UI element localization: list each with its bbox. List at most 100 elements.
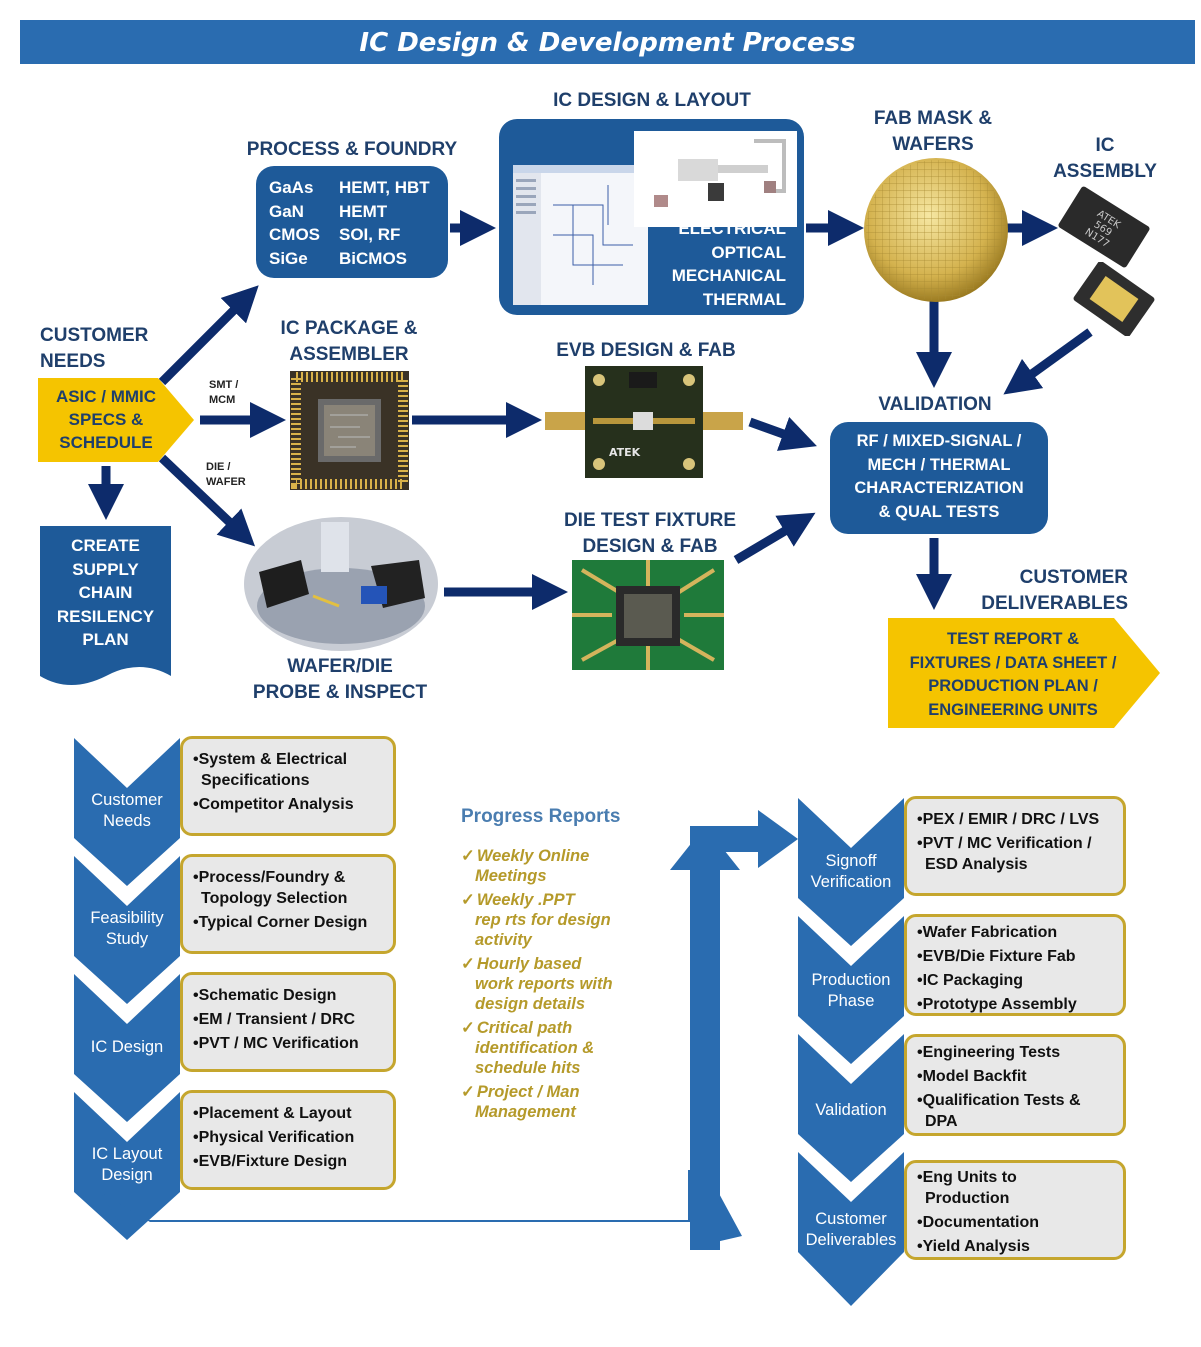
foundry-types: HEMT, HBT	[339, 178, 430, 197]
phase-label-line: Production	[811, 971, 891, 989]
phase-box-customer-needs: •System & Electrical Specifications •Com…	[180, 736, 396, 836]
smt-line1: SMT /	[209, 379, 239, 391]
phase-label-line: IC Design	[90, 1038, 164, 1056]
check-icon: ✓	[461, 955, 475, 973]
arrow-needs-to-wafer	[158, 454, 256, 547]
arrow-needs-to-foundry	[158, 285, 259, 386]
phase-label-line: Phase	[827, 992, 875, 1010]
process-foundry-header: PROCESS & FOUNDRY	[246, 139, 458, 160]
die-fixture-line2: DESIGN & FAB	[582, 536, 718, 557]
die-fixture-header: DIE TEST FIXTURE DESIGN & FAB	[548, 508, 752, 560]
phase-item: •EVB/Die Fixture Fab	[917, 948, 1076, 965]
phase-label-customer-needs: Customer Needs	[74, 790, 180, 832]
phase-item: •PEX / EMIR / DRC / LVS	[917, 811, 1100, 828]
deliverables-header-line1: CUSTOMER	[1019, 567, 1128, 588]
phase-label-line: Validation	[815, 1101, 887, 1119]
progress-item-line: Critical path	[476, 1019, 573, 1037]
phase-label-deliverables: Customer Deliverables	[798, 1209, 904, 1251]
validation-line3: CHARACTERIZATION	[854, 479, 1024, 497]
phase-label-line: Study	[105, 930, 149, 948]
deliverables-header-line2: DELIVERABLES	[981, 593, 1128, 614]
phase-label-line: Verification	[810, 873, 892, 891]
validation-box: RF / MIXED-SIGNAL / MECH / THERMAL CHARA…	[830, 422, 1048, 534]
deliverables-line3: PRODUCTION PLAN /	[928, 677, 1098, 695]
deliverables-box: TEST REPORT & FIXTURES / DATA SHEET / PR…	[888, 628, 1138, 722]
progress-item-line: rep rts for design	[475, 911, 611, 929]
phase-item: •Typical Corner Design	[193, 914, 368, 931]
smt-annotation: SMT / MCM	[209, 378, 238, 408]
foundry-types: BiCMOS	[339, 248, 407, 268]
customer-needs-header-line1: CUSTOMER	[40, 325, 149, 346]
fab-mask-header: FAB MASK & WAFERS	[853, 106, 1013, 158]
phase-label-line: Customer	[91, 791, 163, 809]
ic-assembly-line2: ASSEMBLY	[1053, 161, 1157, 182]
progress-item-line: Management	[475, 1103, 576, 1121]
phase-item: •Model Backfit	[917, 1068, 1027, 1085]
arrow-fixture-to-validation	[733, 512, 816, 564]
progress-item: ✓Critical path identification & schedule…	[461, 1018, 661, 1078]
discipline-mechanical: MECHANICAL	[671, 266, 786, 285]
asic-specs-shape	[38, 378, 194, 462]
check-icon: ✓	[461, 891, 475, 909]
customer-needs-header-line2: NEEDS	[40, 351, 106, 372]
phase-chevrons	[74, 738, 904, 1306]
ic-package-line2: ASSEMBLER	[289, 344, 409, 365]
ic-design-disciplines: ELECTRICAL OPTICAL MECHANICAL THERMAL	[672, 217, 786, 311]
foundry-tech: GaN	[269, 201, 304, 221]
deliverables-line4: ENGINEERING UNITS	[928, 700, 1098, 719]
evb-board-image: ATEK	[545, 366, 743, 478]
chevron-validation	[798, 1034, 904, 1182]
supply-chain-plan: CREATE SUPPLY CHAIN RESILENCY PLAN	[40, 534, 171, 652]
qfn-package-image	[1073, 262, 1155, 336]
discipline-thermal: THERMAL	[702, 289, 786, 309]
schematic-screenshot-image	[513, 165, 648, 305]
phase-item: ESD Analysis	[925, 856, 1028, 873]
progress-item: ✓Weekly Online Meetings	[461, 846, 661, 886]
smt-line2: MCM	[209, 394, 236, 406]
supply-chain-line5: PLAN	[82, 630, 129, 649]
supply-chain-line2: SUPPLY	[72, 559, 139, 579]
ic-package-image	[290, 371, 409, 490]
connector-right-arrow	[758, 810, 798, 868]
connector-up	[690, 870, 720, 1250]
chevron-deliverables	[798, 1152, 904, 1306]
phase-label-feasibility: Feasibility Study	[74, 908, 180, 950]
phase-label-line: IC Layout	[91, 1145, 163, 1163]
asic-specs-line2: SPECS &	[68, 410, 144, 429]
phase-item: •PVT / MC Verification	[193, 1035, 359, 1052]
fab-mask-line1: FAB MASK &	[873, 108, 993, 129]
page-title: IC Design & Development Process	[359, 28, 856, 58]
phase-item: •Schematic Design	[193, 987, 337, 1004]
check-icon: ✓	[461, 847, 475, 865]
phase-label-signoff: Signoff Verification	[798, 851, 904, 893]
progress-item-line: schedule hits	[475, 1059, 581, 1077]
die-annotation: DIE / WAFER	[206, 460, 246, 490]
title-banner: IC Design & Development Process	[20, 20, 1195, 64]
layout-render-image	[634, 131, 797, 227]
asic-specs-line3: SCHEDULE	[59, 433, 153, 452]
phase-box-production: •Wafer Fabrication •EVB/Die Fixture Fab …	[904, 914, 1126, 1016]
deliverables-header: CUSTOMER DELIVERABLES	[950, 565, 1128, 617]
phase-label-line: Design	[101, 1166, 153, 1184]
progress-item: ✓Hourly based work reports with design d…	[461, 954, 661, 1014]
arrow-assembly-to-validation	[1003, 328, 1093, 395]
ic-assembly-line1: IC	[1095, 135, 1115, 156]
wafer-probe-image	[244, 517, 438, 651]
phase-item: •EVB/Fixture Design	[193, 1153, 348, 1170]
progress-item-line: work reports with	[475, 975, 613, 993]
deliverables-line1: TEST REPORT &	[946, 630, 1079, 648]
evb-marking: ATEK	[609, 446, 641, 459]
chevron-signoff	[798, 798, 904, 946]
ic-assembly-header: IC ASSEMBLY	[1040, 133, 1170, 185]
progress-item-line: activity	[475, 931, 532, 949]
fab-mask-line2: WAFERS	[892, 134, 974, 155]
chevron-customer-needs	[74, 738, 180, 886]
check-icon: ✓	[461, 1019, 475, 1037]
die-line2: WAFER	[206, 476, 246, 488]
phase-label-ic-design: IC Design	[74, 1037, 180, 1058]
phase-item: •System & Electrical	[193, 751, 348, 768]
ic-chip-image: ATEK 569 N177	[1058, 186, 1150, 268]
asic-specs-box: ASIC / MMIC SPECS & SCHEDULE	[38, 385, 174, 454]
wafer-probe-header: WAFER/DIE PROBE & INSPECT	[238, 654, 442, 706]
